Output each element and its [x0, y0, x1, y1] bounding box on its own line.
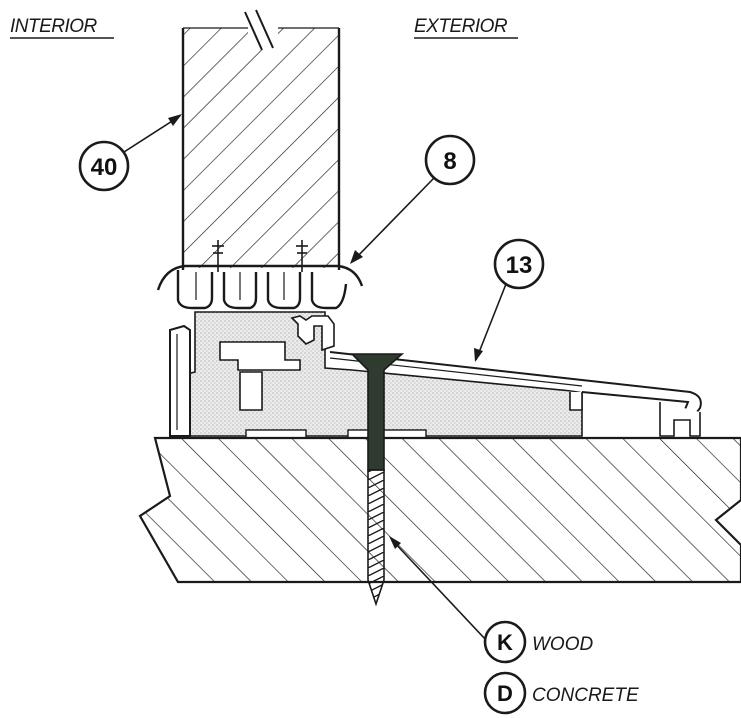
svg-text:8: 8 [443, 148, 456, 175]
svg-text:WOOD: WOOD [532, 634, 593, 655]
legend-item-concrete: D CONCRETE [483, 671, 639, 715]
interior-label: INTERIOR [10, 16, 114, 39]
svg-text:K: K [497, 630, 513, 655]
callout-8: 8 [350, 134, 476, 264]
floor-substrate [138, 436, 741, 584]
threshold-assembly [169, 311, 702, 439]
exterior-label: EXTERIOR [414, 16, 518, 39]
callout-13: 13 [474, 238, 545, 362]
svg-text:INTERIOR: INTERIOR [10, 16, 98, 37]
callout-40: 40 [78, 114, 182, 192]
svg-text:CONCRETE: CONCRETE [532, 685, 639, 706]
svg-text:13: 13 [506, 252, 533, 279]
svg-text:EXTERIOR: EXTERIOR [414, 16, 508, 37]
door-sweep [156, 264, 364, 310]
screw-leader [389, 536, 487, 641]
break-symbol [244, 8, 278, 51]
svg-text:D: D [497, 681, 513, 706]
screw [350, 353, 405, 607]
svg-text:40: 40 [91, 154, 118, 181]
legend-item-wood: K WOOD [483, 620, 593, 664]
door-slab [181, 8, 341, 272]
